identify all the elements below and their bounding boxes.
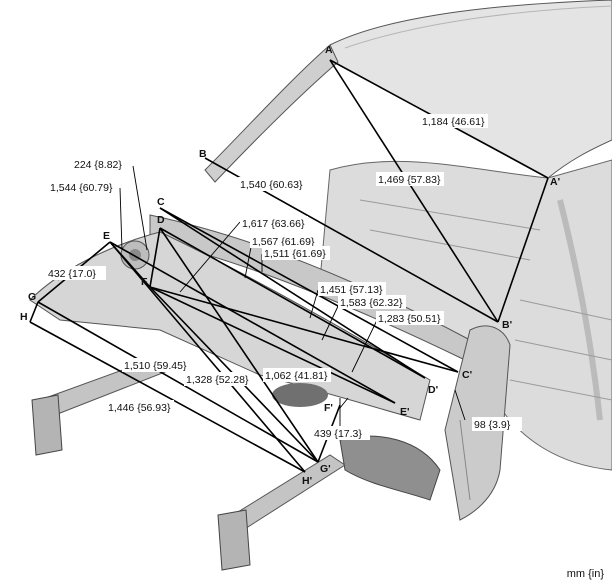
line-c-d2 xyxy=(159,207,426,379)
line-a2-b2 xyxy=(497,177,549,323)
dim-1451: 1,451 {57.13} xyxy=(320,284,383,296)
point-g-label: G xyxy=(28,291,36,303)
point-a-label: A xyxy=(325,44,333,56)
line-h-h2 xyxy=(29,321,306,473)
point-f-label: F xyxy=(141,276,148,288)
dim-1283: 1,283 {50.51} xyxy=(378,313,441,325)
dim-1328: 1,328 {52.28} xyxy=(186,374,249,386)
dim-1184: 1,184 {46.61} xyxy=(422,116,485,128)
a-pillar xyxy=(204,44,339,183)
point-e2-label: E' xyxy=(400,406,410,418)
dim-1583: 1,583 {62.32} xyxy=(340,297,403,309)
point-h-label: H xyxy=(20,311,28,323)
line-a-b2 xyxy=(329,59,499,323)
dim-1544: 1,544 {60.79} xyxy=(50,182,113,194)
unit-note: mm {in} xyxy=(566,568,604,580)
dim-224: 224 {8.82} xyxy=(74,159,122,171)
point-d-label: D xyxy=(157,214,165,226)
line-g-g2 xyxy=(37,301,319,463)
line-f-e2 xyxy=(149,286,396,404)
dim-1469: 1,469 {57.83} xyxy=(378,174,441,186)
dim-1617: 1,617 {63.66} xyxy=(242,218,305,230)
point-h2-label: H' xyxy=(302,475,312,487)
dim-432: 432 {17.0} xyxy=(48,268,96,280)
line-d-f xyxy=(149,227,161,288)
point-labels: A A' B B' C C' D D' E E' F F' G G' H H' xyxy=(20,44,560,487)
point-e-label: E xyxy=(103,230,110,242)
point-a2-label: A' xyxy=(550,176,560,188)
dim-1540: 1,540 {60.63} xyxy=(240,179,303,191)
dim-1446: 1,446 {56.93} xyxy=(108,402,171,414)
line-d-g2 xyxy=(159,227,319,463)
point-f2-label: F' xyxy=(324,402,333,414)
dim-1510: 1,510 {59.45} xyxy=(124,360,187,372)
roof-panel xyxy=(329,0,612,179)
line-d-d2 xyxy=(159,227,426,379)
line-c-c2 xyxy=(159,207,459,373)
point-d2-label: D' xyxy=(428,384,438,396)
dim-1062: 1,062 {41.81} xyxy=(265,370,328,382)
point-g2-label: G' xyxy=(320,463,331,475)
dim-98: 98 {3.9} xyxy=(474,419,511,431)
dim-1511: 1,511 {61.69} xyxy=(264,248,326,260)
point-b2-label: B' xyxy=(502,319,512,331)
suspension-area xyxy=(339,435,441,501)
point-c2-label: C' xyxy=(462,369,472,381)
dimension-labels: 1,184 {46.61} 1,469 {57.83} 1,540 {60.63… xyxy=(46,114,522,440)
bumper-bracket-right xyxy=(217,509,251,571)
bumper-bracket-left xyxy=(31,394,63,456)
line-g-h xyxy=(29,301,39,323)
dim-1567: 1,567 {61.69} xyxy=(252,236,315,248)
line-e-e2 xyxy=(109,241,396,404)
point-c-label: C xyxy=(157,196,165,208)
line-f-c2 xyxy=(149,286,459,373)
point-b-label: B xyxy=(199,148,207,160)
line-e-h2 xyxy=(109,241,306,473)
dim-439: 439 {17.3} xyxy=(314,428,362,440)
